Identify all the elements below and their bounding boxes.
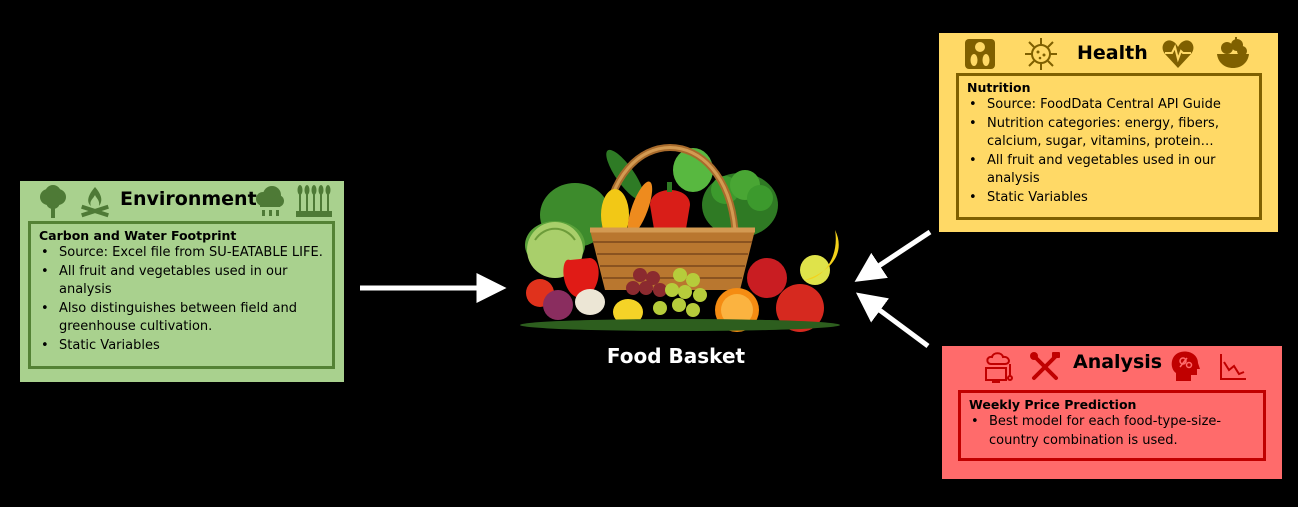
- analysis-bullets: Best model for each food-type-size-count…: [969, 413, 1255, 450]
- list-item: Best model for each food-type-size-count…: [971, 413, 1255, 450]
- heartbeat-icon: [1162, 40, 1194, 68]
- food-basket-image: [520, 144, 840, 332]
- list-item: Source: FoodData Central API Guide: [969, 96, 1251, 115]
- list-item: All fruit and vegetables used in our ana…: [969, 152, 1251, 189]
- list-item: Static Variables: [969, 189, 1251, 208]
- tools-icon: [1030, 352, 1060, 380]
- environment-heading: Carbon and Water Footprint: [39, 228, 237, 243]
- fruit-bowl-icon: [1217, 37, 1249, 68]
- list-item: Static Variables: [41, 337, 324, 356]
- brain-head-icon: [1171, 351, 1200, 381]
- list-item: Source: Excel file from SU-EATABLE LIFE.: [41, 244, 324, 263]
- health-panel: Health Nutrition Source: FoodData Centra…: [939, 33, 1278, 232]
- health-bullets: Source: FoodData Central API Guide Nutri…: [967, 96, 1251, 207]
- rain-cloud-icon: [256, 186, 284, 216]
- environment-details: Carbon and Water Footprint Source: Excel…: [28, 221, 335, 369]
- environment-panel: Environment Carbon and Water Footprint S…: [20, 181, 344, 382]
- analysis-heading: Weekly Price Prediction: [969, 397, 1137, 412]
- cloud-computer-icon: [985, 352, 1013, 383]
- health-to-basket-arrow: [854, 229, 932, 282]
- list-item: Also distinguishes between field and gre…: [41, 300, 324, 337]
- wheat-field-icon: [296, 185, 332, 217]
- health-heading: Nutrition: [967, 80, 1031, 95]
- analysis-details: Weekly Price Prediction Best model for e…: [958, 390, 1266, 461]
- health-details: Nutrition Source: FoodData Central API G…: [956, 73, 1262, 220]
- list-item: All fruit and vegetables used in our ana…: [41, 263, 324, 300]
- tree-icon: [40, 185, 66, 218]
- list-item: Nutrition categories: energy, fibers, ca…: [969, 115, 1251, 152]
- line-chart-icon: [1220, 354, 1246, 380]
- scale-footprints-icon: [965, 39, 995, 69]
- virus-icon: [1025, 38, 1057, 70]
- analysis-panel: Analysis Weekly Price Prediction Best mo…: [942, 346, 1282, 479]
- analysis-to-basket-arrow: [855, 292, 930, 349]
- health-title: Health: [1077, 42, 1148, 64]
- food-basket-label: Food Basket: [606, 344, 746, 368]
- analysis-title: Analysis: [1073, 351, 1163, 373]
- environment-title: Environment: [120, 188, 257, 210]
- campfire-icon: [81, 187, 109, 218]
- environment-bullets: Source: Excel file from SU-EATABLE LIFE.…: [39, 244, 324, 355]
